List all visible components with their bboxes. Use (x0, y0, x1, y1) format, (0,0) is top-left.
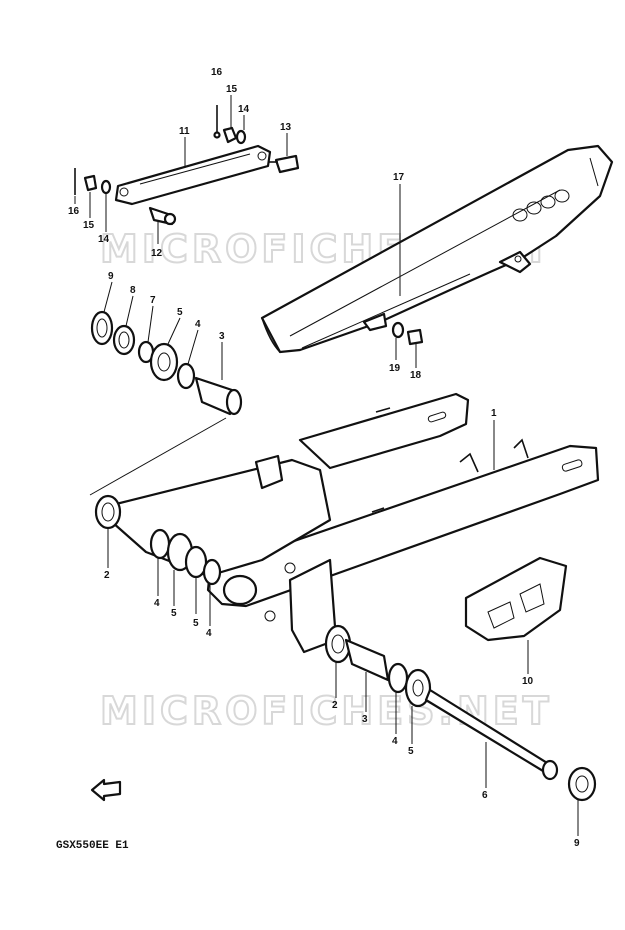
bushing-3a (194, 376, 243, 416)
pivot-shaft (424, 688, 559, 781)
bolt-13 (268, 154, 300, 174)
callout-16a: 16 (211, 67, 223, 78)
dust-seal-9 (90, 310, 114, 346)
bolt-12 (148, 206, 177, 226)
callout-5a: 5 (177, 307, 183, 318)
washer-4d (387, 662, 409, 694)
callout-13: 13 (280, 122, 292, 133)
washer-14a (235, 129, 247, 145)
callout-5d: 5 (408, 746, 414, 757)
bushing-3b (344, 638, 390, 682)
washer-19 (391, 321, 405, 339)
callout-5c: 5 (193, 618, 199, 629)
callout-4c: 4 (206, 628, 212, 639)
callout-2a: 2 (104, 570, 110, 581)
nut-15a (222, 126, 238, 144)
chain-guide (464, 556, 568, 642)
callout-4b: 4 (154, 598, 160, 609)
callout-1: 1 (491, 408, 497, 419)
callout-15b: 15 (83, 220, 95, 231)
washer-4b (149, 528, 171, 560)
spacer-5c (184, 545, 208, 579)
nut-15b (83, 174, 98, 192)
pivot-nut-9 (567, 766, 597, 802)
callout-18: 18 (410, 370, 422, 381)
callout-8: 8 (130, 285, 136, 296)
callout-9b: 9 (574, 838, 580, 849)
callout-11: 11 (179, 126, 190, 137)
callout-15a: 15 (226, 84, 238, 95)
callout-14a: 14 (238, 104, 250, 115)
bearing-8 (112, 324, 136, 356)
washer-4a (176, 362, 196, 390)
callout-10: 10 (522, 676, 534, 687)
callout-16b: 16 (68, 206, 80, 217)
leader-lines (74, 95, 579, 836)
cotter-pin-16a (213, 105, 221, 139)
front-arrow-icon (90, 778, 122, 802)
chain-case (260, 144, 614, 354)
callout-5b: 5 (171, 608, 177, 619)
washer-14b (100, 179, 112, 195)
model-code: GSX550EE E1 (56, 840, 129, 852)
bolt-18 (406, 328, 424, 346)
callout-14b: 14 (98, 234, 110, 245)
callout-17: 17 (393, 172, 405, 183)
callout-2b: 2 (332, 700, 338, 711)
callout-3b: 3 (362, 714, 368, 725)
callout-19: 19 (389, 363, 401, 374)
callout-9a: 9 (108, 271, 114, 282)
callout-6: 6 (482, 790, 488, 801)
spacer-5a (149, 342, 179, 382)
callout-7: 7 (150, 295, 156, 306)
washer-4c (202, 558, 222, 586)
callout-3a: 3 (219, 331, 225, 342)
torque-rod (114, 144, 272, 206)
callout-4a: 4 (195, 319, 201, 330)
callout-12: 12 (151, 248, 163, 259)
spacer-5d (404, 668, 432, 708)
callout-4d: 4 (392, 736, 398, 747)
